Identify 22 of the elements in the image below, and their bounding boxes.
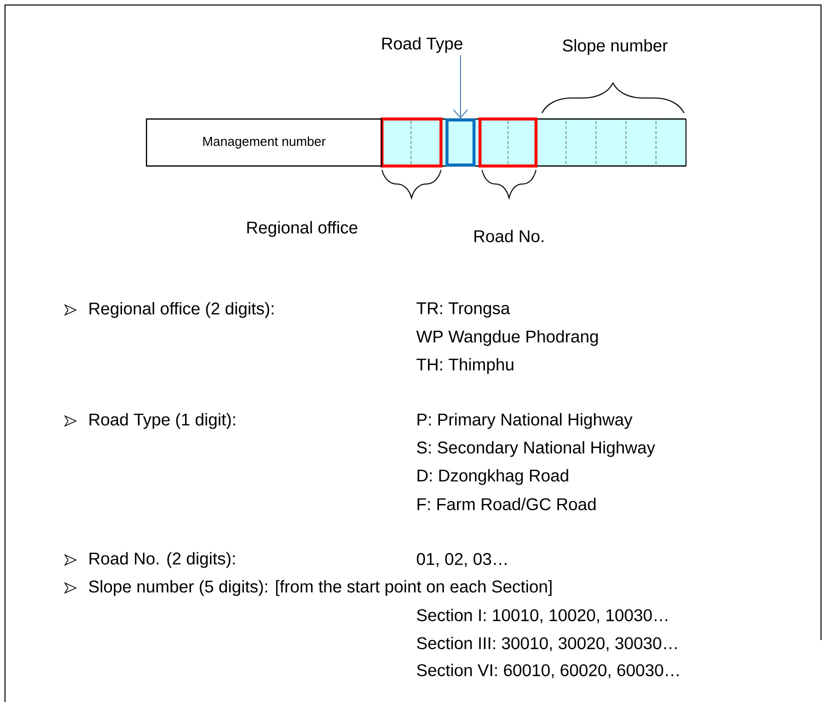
list-item: Regional office (2 digits): xyxy=(90,302,274,318)
list-item: P: Primary National Highway xyxy=(418,413,632,429)
list-item: D: Dzongkhag Road xyxy=(418,469,568,485)
brace-label: Road No. xyxy=(474,230,544,242)
brace-label: Regional office xyxy=(247,221,358,237)
list-item: S: Secondary National Highway xyxy=(416,441,656,457)
list-item: TR: Trongsa xyxy=(416,302,510,318)
arrow xyxy=(453,54,468,118)
callout-label: Road Type xyxy=(382,37,462,53)
list-item: Slope number (5 digits): [from the start point on each Section] xyxy=(88,580,552,596)
list-item: Road Type (1 digit): xyxy=(90,413,235,429)
list-item: Road No. (2 digits): xyxy=(90,552,235,568)
list-item: Section III: 30010, 30020, 30030… xyxy=(416,636,677,652)
brace-label: Slope number xyxy=(562,39,668,55)
list-item: Section I: 10010, 10020, 10030… xyxy=(416,608,668,624)
number-box: Management number xyxy=(146,118,382,167)
list-item: TH: Thimphu xyxy=(416,358,514,374)
list-item: WP Wangdue Phodrang xyxy=(416,330,598,346)
list-item: Section VI: 60010, 60020, 60030… xyxy=(416,664,678,678)
list-item: F: Farm Road/GC Road xyxy=(418,498,596,510)
list-item: 01, 02, 03… xyxy=(416,552,506,568)
digit-cell xyxy=(446,118,476,166)
